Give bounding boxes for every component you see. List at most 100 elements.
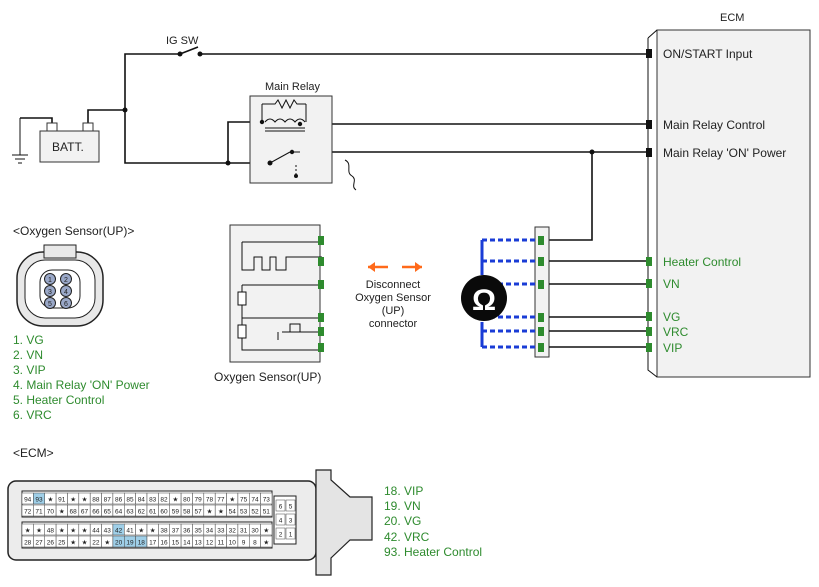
ecm-cell-label: 30: [251, 528, 259, 535]
ecm-cell-label: 67: [81, 509, 89, 516]
o2-socket-6: [60, 297, 72, 309]
ecm-pin-42: 42. VRC: [384, 530, 430, 544]
ecm-cell-label: 19: [126, 540, 134, 547]
ecm-label-vrc: VRC: [663, 325, 689, 339]
ecm-cell-label: ★: [104, 539, 110, 547]
ecm-side-cell: [285, 513, 296, 526]
ohmmeter-probes: Ω: [461, 238, 538, 349]
power-wiring: [87, 46, 646, 241]
ecm-cell-label: 43: [104, 528, 112, 535]
oxygen-sensor: Oxygen Sensor(UP): [214, 224, 324, 384]
ecm-cell-label: 48: [47, 528, 55, 535]
ecm-cell-label: 57: [195, 509, 203, 516]
disconnect-line-1: Disconnect: [366, 279, 420, 291]
o2-socket-number: 2: [64, 277, 68, 284]
ecm-label-main-relay-on-power: Main Relay 'ON' Power: [663, 146, 786, 160]
ecm-side-label: 3: [289, 518, 293, 525]
ecm-cell-label: 91: [58, 497, 66, 504]
ecm-cell-label: 66: [92, 509, 100, 516]
ecm-cell-label: 15: [172, 540, 180, 547]
ecm-cell-label: 9: [242, 540, 246, 547]
ecm-cell-label: ★: [150, 527, 156, 535]
disconnect-line-3: (UP): [382, 305, 405, 317]
ecm-cell-label: 17: [149, 540, 157, 547]
ecm-cell-label: 53: [240, 509, 248, 516]
o2-socket-number: 6: [64, 301, 68, 308]
ecm-cell-label: 87: [104, 497, 112, 504]
ecm-cell-label: 75: [240, 497, 248, 504]
ecm-cell-label: 33: [217, 528, 225, 535]
ecm-cell-label: 10: [229, 540, 237, 547]
ecm-cell-label: 14: [183, 540, 191, 547]
ecm-cell-label: 93: [35, 497, 43, 504]
ecm-label-vg: VG: [663, 310, 680, 324]
ecm-cell-label: 37: [172, 528, 180, 535]
o2-socket-1: [44, 273, 56, 285]
ecm-cell-label: 60: [160, 509, 168, 516]
ecm-label-heater-control: Heater Control: [663, 255, 741, 269]
ecm-cell-label: 94: [24, 497, 32, 504]
oxygen-pin-2: 2. VN: [13, 348, 43, 362]
ecm-cell-label: 13: [195, 540, 203, 547]
ecm-pin-20: 20. VG: [384, 514, 421, 528]
disconnect-indicator: Disconnect Oxygen Sensor (UP) connector: [355, 262, 431, 330]
ecm-pin-93: 93. Heater Control: [384, 545, 482, 559]
ecm-cell-label: 38: [160, 528, 168, 535]
ecm-cell-label: 79: [195, 497, 203, 504]
ecm-cell-label: ★: [70, 527, 76, 535]
oxygen-pin-4: 4. Main Relay 'ON' Power: [13, 378, 150, 392]
ecm-cell-label: 8: [253, 540, 257, 547]
ecm-pins: [646, 49, 652, 352]
ecm-connector-title: <ECM>: [13, 446, 54, 460]
ecm-cell-label: 63: [126, 509, 134, 516]
oxygen-sensor-label: Oxygen Sensor(UP): [214, 370, 321, 384]
oxygen-pin-1: 1. VG: [13, 333, 44, 347]
ecm-cell-label: 28: [24, 540, 32, 547]
oxygen-pin-5: 5. Heater Control: [13, 393, 104, 407]
o2-socket-number: 1: [48, 277, 52, 284]
ecm-cell-label: ★: [36, 527, 42, 535]
ecm-cell-label: ★: [138, 527, 144, 535]
oxygen-pin-3: 3. VIP: [13, 363, 46, 377]
ecm-cell-label: 77: [217, 497, 225, 504]
ecm-cell-label: 31: [240, 528, 248, 535]
ecm-cell-label: ★: [82, 496, 88, 504]
oxygen-pin-6: 6. VRC: [13, 408, 52, 422]
ecm-cell-label: 88: [92, 497, 100, 504]
ecm-cell-label: ★: [82, 539, 88, 547]
ecm-cell-label: 73: [263, 497, 271, 504]
ecm-cell-label: 11: [217, 540, 224, 547]
o2-socket-2: [60, 273, 72, 285]
ecm-cell-label: 70: [47, 509, 55, 516]
ecm-cell: [260, 523, 273, 536]
ecm-cell-label: ★: [70, 539, 76, 547]
disconnect-line-4: connector: [369, 318, 418, 330]
ecm-cell-label: ★: [47, 496, 53, 504]
ecm-cell: [260, 535, 273, 548]
ecm-cell-label: 32: [229, 528, 237, 535]
ecm-label-vn: VN: [663, 277, 680, 291]
ecm-cell-label: ★: [82, 527, 88, 535]
ecm-title: ECM: [720, 12, 744, 24]
ecm-cell-label: ★: [59, 527, 65, 535]
ecm-cell-label: ★: [207, 508, 213, 516]
ecm-cell-label: 36: [183, 528, 191, 535]
ecm-cell-label: 85: [126, 497, 134, 504]
ecm-side-cell: [275, 527, 286, 540]
o2-socket-number: 3: [48, 289, 52, 296]
o2-socket-5: [44, 297, 56, 309]
batt-label: BATT.: [52, 140, 84, 154]
ecm-cell-label: 27: [35, 540, 43, 547]
ecm-cell-label: ★: [263, 539, 269, 547]
ecm-cell-label: 41: [126, 528, 134, 535]
ecm-cell-label: 86: [115, 497, 123, 504]
ecm-cell-label: 83: [149, 497, 157, 504]
ecm-cell-label: 62: [138, 509, 146, 516]
ecm-cell-label: 12: [206, 540, 214, 547]
ecm-cell-label: 25: [58, 540, 66, 547]
ecm-cell-label: 72: [24, 509, 32, 516]
ecm-cell-label: 42: [115, 528, 123, 535]
o2-socket-number: 5: [48, 301, 52, 308]
ohm-symbol: Ω: [472, 284, 496, 317]
ecm-cell-label: 35: [195, 528, 203, 535]
